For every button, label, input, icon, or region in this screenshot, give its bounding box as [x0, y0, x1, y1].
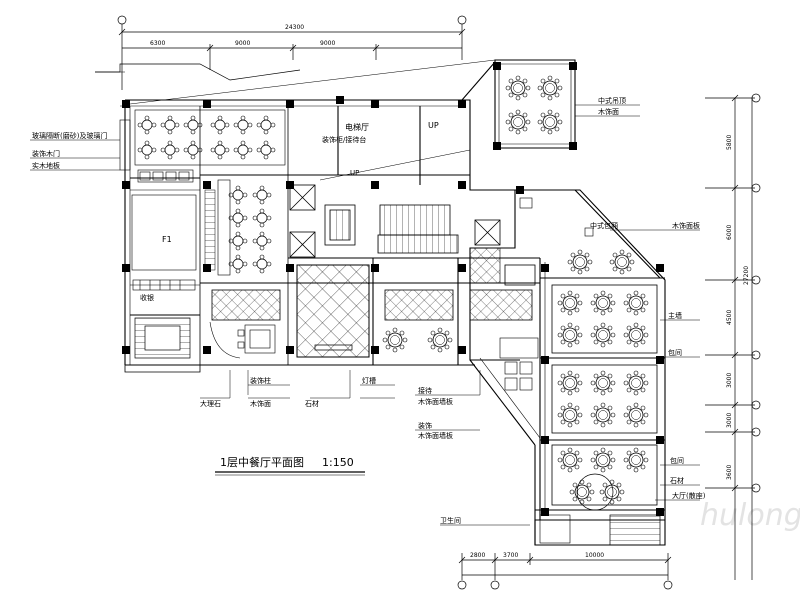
- staircase-bottom-right: [609, 514, 661, 546]
- axis-bubble-bottom-1: [457, 580, 467, 590]
- reception-desk: [314, 344, 353, 351]
- lobby-floor-pattern: [296, 264, 370, 358]
- glass-partition: [119, 119, 131, 171]
- annotation-room-1: 包间: [668, 348, 682, 357]
- lounge-seating: [209, 321, 276, 359]
- right-dim-overall: 27200: [743, 266, 750, 285]
- annotation-wc: 卫生间: [440, 516, 461, 525]
- private-room-upper-right: [505, 75, 563, 135]
- restroom-area: [499, 197, 594, 391]
- annotation-reception: 接待: [418, 386, 432, 395]
- axis-bubble-right-5: [751, 400, 761, 410]
- annotation-floor: 实木地板: [32, 161, 60, 170]
- annotation-room-2: 包间: [670, 456, 684, 465]
- right-dim-seg-4: 3000: [726, 373, 733, 388]
- axis-bubble-right-2: [751, 183, 761, 193]
- annotation-ceiling: 中式吊顶: [598, 96, 626, 105]
- dining-area-tables-center: [204, 179, 272, 276]
- axis-bubble-right-7: [751, 483, 761, 493]
- axis-bubble-bottom-3: [663, 580, 673, 590]
- top-dimension-chain: [118, 24, 466, 90]
- top-dim-seg-3: 9000: [320, 40, 335, 47]
- top-dim-seg-1: 6300: [150, 40, 165, 47]
- annotation-wood-panel: 木饰面板: [672, 221, 700, 230]
- floor-pattern-right: [469, 289, 533, 321]
- axis-bubble-top-2: [457, 15, 467, 25]
- room-label-hall: 电梯厅: [345, 122, 369, 132]
- drawing-title: 1层中餐厅平面图: [220, 455, 304, 469]
- bottom-dim-seg-2: 3700: [503, 552, 518, 559]
- axis-bubble-top-1: [117, 15, 127, 25]
- top-dim-overall: 24300: [285, 24, 304, 31]
- room-label-passage-note: 装饰柜/接待台: [322, 135, 366, 144]
- room-f1: [131, 194, 197, 271]
- bottom-dimension-chain: [458, 553, 672, 580]
- right-dim-seg-1: 5800: [726, 135, 733, 150]
- annotation-column: 装饰柱: [250, 376, 271, 385]
- room-label-up: UP: [428, 121, 439, 130]
- drawing-title-block: 1层中餐厅平面图 1:150: [215, 455, 365, 476]
- annotation-glass-partition: 玻璃隔断(磨砂)及玻璃门: [32, 131, 107, 140]
- right-dim-seg-6: 3600: [726, 465, 733, 480]
- elevator-core: [289, 184, 536, 286]
- watermark: hulong: [700, 498, 800, 533]
- floor-pattern-left: [211, 289, 281, 321]
- annotation-decor: 装饰: [418, 421, 432, 430]
- annotation-wall-panel-1: 木饰面墙板: [418, 397, 453, 406]
- floor-pattern-mid: [384, 289, 454, 321]
- axis-bubble-right-4: [751, 350, 761, 360]
- annotation-marble: 大理石: [200, 399, 221, 408]
- annotation-veneer-b: 木饰面: [250, 399, 271, 408]
- top-dim-seg-2: 9000: [235, 40, 250, 47]
- axis-bubble-right-1: [751, 93, 761, 103]
- booth-seating: [132, 169, 196, 291]
- building-walls: [95, 59, 666, 546]
- leader-lines: [30, 59, 700, 526]
- right-dim-seg-2: 6000: [726, 225, 733, 240]
- axis-bubble-right-3: [751, 275, 761, 285]
- right-dim-seg-5: 3000: [726, 413, 733, 428]
- private-dining-tables-right: [551, 249, 658, 511]
- bottom-dim-seg-1: 2800: [470, 552, 485, 559]
- annotation-private-room: 中式包厢: [590, 221, 618, 230]
- annotation-wall-panel-2: 木饰面墙板: [418, 431, 453, 440]
- room-label-f1: F1: [162, 235, 172, 244]
- right-dim-seg-3: 4500: [726, 310, 733, 325]
- annotation-light-slot: 灯槽: [362, 376, 376, 385]
- axis-bubble-right-6: [751, 427, 761, 437]
- annotation-wood-veneer: 木饰面: [598, 107, 619, 116]
- structural-columns: [122, 62, 664, 516]
- annotation-hall-seating: 大厅(散座): [672, 491, 706, 500]
- right-dimension-chain: [705, 94, 755, 580]
- annotation-stone-b: 石材: [305, 399, 319, 408]
- floor-pattern-corridor: [469, 247, 501, 284]
- dining-area-tables-top-left: [134, 109, 286, 166]
- annotation-cashier: 收银: [140, 293, 154, 302]
- round-tables-center: [382, 327, 453, 353]
- annotation-wood-door: 装饰木门: [32, 149, 60, 158]
- annotation-stone: 石材: [670, 476, 684, 485]
- drawing-scale: 1:150: [322, 456, 354, 469]
- axis-bubble-bottom-2: [490, 580, 500, 590]
- bottom-dim-seg-3: 10000: [585, 552, 604, 559]
- annotation-main-wall: 主墙: [668, 311, 682, 320]
